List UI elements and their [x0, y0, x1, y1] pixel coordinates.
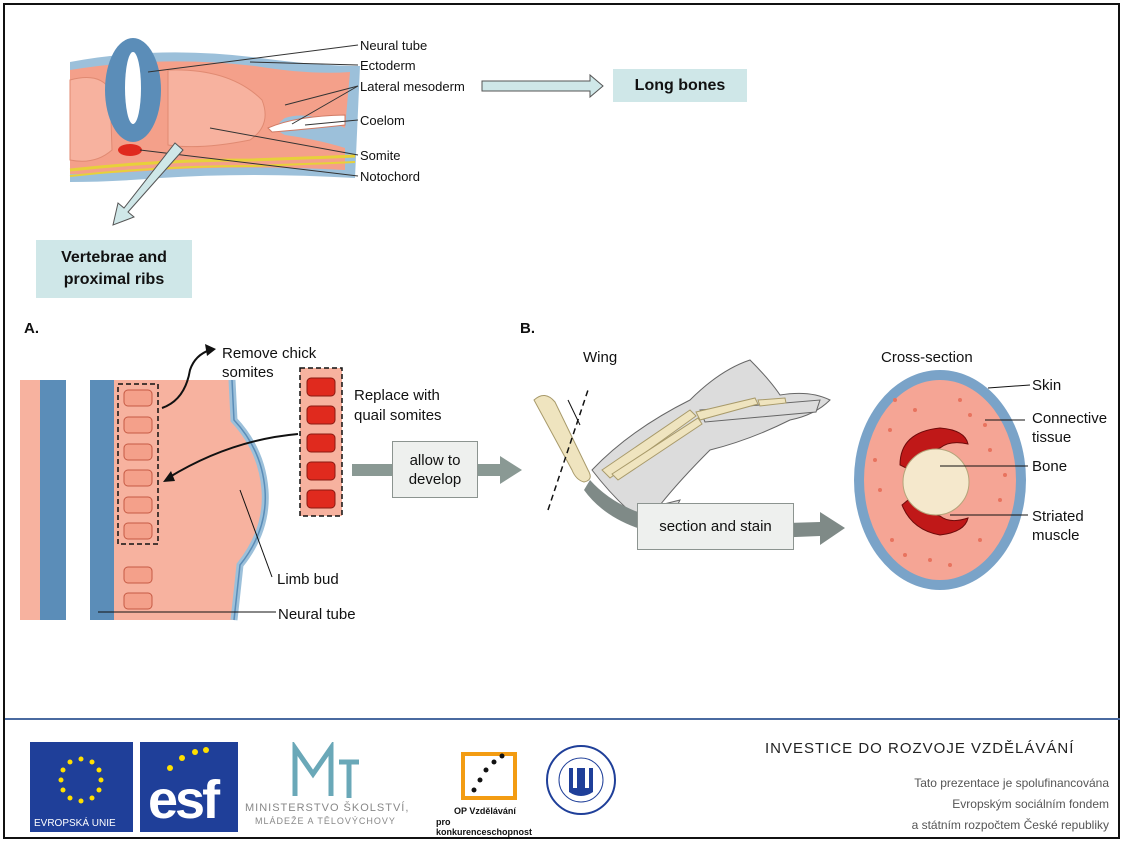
- university-seal-icon: [545, 744, 617, 816]
- esf-logo: esf: [140, 742, 238, 832]
- op-line1: OP Vzdělávání: [454, 806, 516, 816]
- section-and-stain-text: section and stain: [659, 517, 772, 536]
- label-coelom: Coelom: [360, 113, 405, 128]
- msmt-line2: MLÁDEŽE A TĚLOVÝCHOVY: [255, 816, 396, 826]
- box-section-and-stain: section and stain: [637, 503, 794, 550]
- op-line2: pro konkurenceschopnost: [436, 817, 544, 837]
- msmt-line1: MINISTERSTVO ŠKOLSTVÍ,: [245, 802, 409, 814]
- msmt-mark-icon: [243, 742, 433, 800]
- label-skin: Skin: [1032, 376, 1061, 395]
- op-logo: OP Vzdělávání pro konkurenceschopnost: [436, 742, 544, 832]
- label-replace-line2: quail somites: [354, 406, 442, 425]
- label-neural-tube-a: Neural tube: [278, 605, 356, 624]
- panel-b-letter: B.: [520, 320, 535, 337]
- callout-long-bones: Long bones: [613, 69, 747, 102]
- label-notochord: Notochord: [360, 169, 420, 184]
- label-lateral-mesoderm: Lateral mesoderm: [360, 79, 465, 94]
- label-somite: Somite: [360, 148, 400, 163]
- callout-long-bones-text: Long bones: [635, 75, 726, 97]
- callout-vertebrae-line2: proximal ribs: [64, 269, 164, 291]
- investice-heading: INVESTICE DO ROZVOJE VZDĚLÁVÁNÍ: [765, 740, 1074, 757]
- eu-logo: EVROPSKÁ UNIE: [30, 742, 133, 832]
- label-limb-bud: Limb bud: [277, 570, 339, 589]
- eu-stars-icon: [30, 742, 133, 817]
- allow-line1: allow to: [410, 451, 461, 470]
- footer-line1: Tato prezentace je spolufinancována: [914, 776, 1109, 790]
- footer-divider: [5, 718, 1120, 720]
- label-connective-line1: Connective: [1032, 409, 1107, 428]
- op-mark-icon: [436, 742, 544, 804]
- footer-line2: Evropským sociálním fondem: [952, 797, 1109, 811]
- label-remove-line1: Remove chick: [222, 344, 316, 363]
- msmt-logo: MINISTERSTVO ŠKOLSTVÍ, MLÁDEŽE A TĚLOVÝC…: [243, 742, 433, 832]
- footer-line3: a státním rozpočtem České republiky: [912, 818, 1109, 832]
- label-replace-line1: Replace with: [354, 386, 440, 405]
- esf-label: esf: [148, 772, 217, 828]
- label-connective-line2: tissue: [1032, 428, 1071, 447]
- label-remove-line2: somites: [222, 363, 274, 382]
- allow-line2: develop: [409, 470, 462, 489]
- eu-label: EVROPSKÁ UNIE: [34, 818, 116, 829]
- box-allow-to-develop: allow to develop: [392, 441, 478, 498]
- label-striated-line1: Striated: [1032, 507, 1084, 526]
- label-striated-line2: muscle: [1032, 526, 1080, 545]
- label-ectoderm: Ectoderm: [360, 58, 416, 73]
- label-bone: Bone: [1032, 457, 1067, 476]
- callout-vertebrae: Vertebrae and proximal ribs: [36, 240, 192, 298]
- callout-vertebrae-line1: Vertebrae and: [61, 247, 167, 269]
- panel-b-diagram: [520, 340, 1120, 660]
- label-neural-tube-top: Neural tube: [360, 38, 427, 53]
